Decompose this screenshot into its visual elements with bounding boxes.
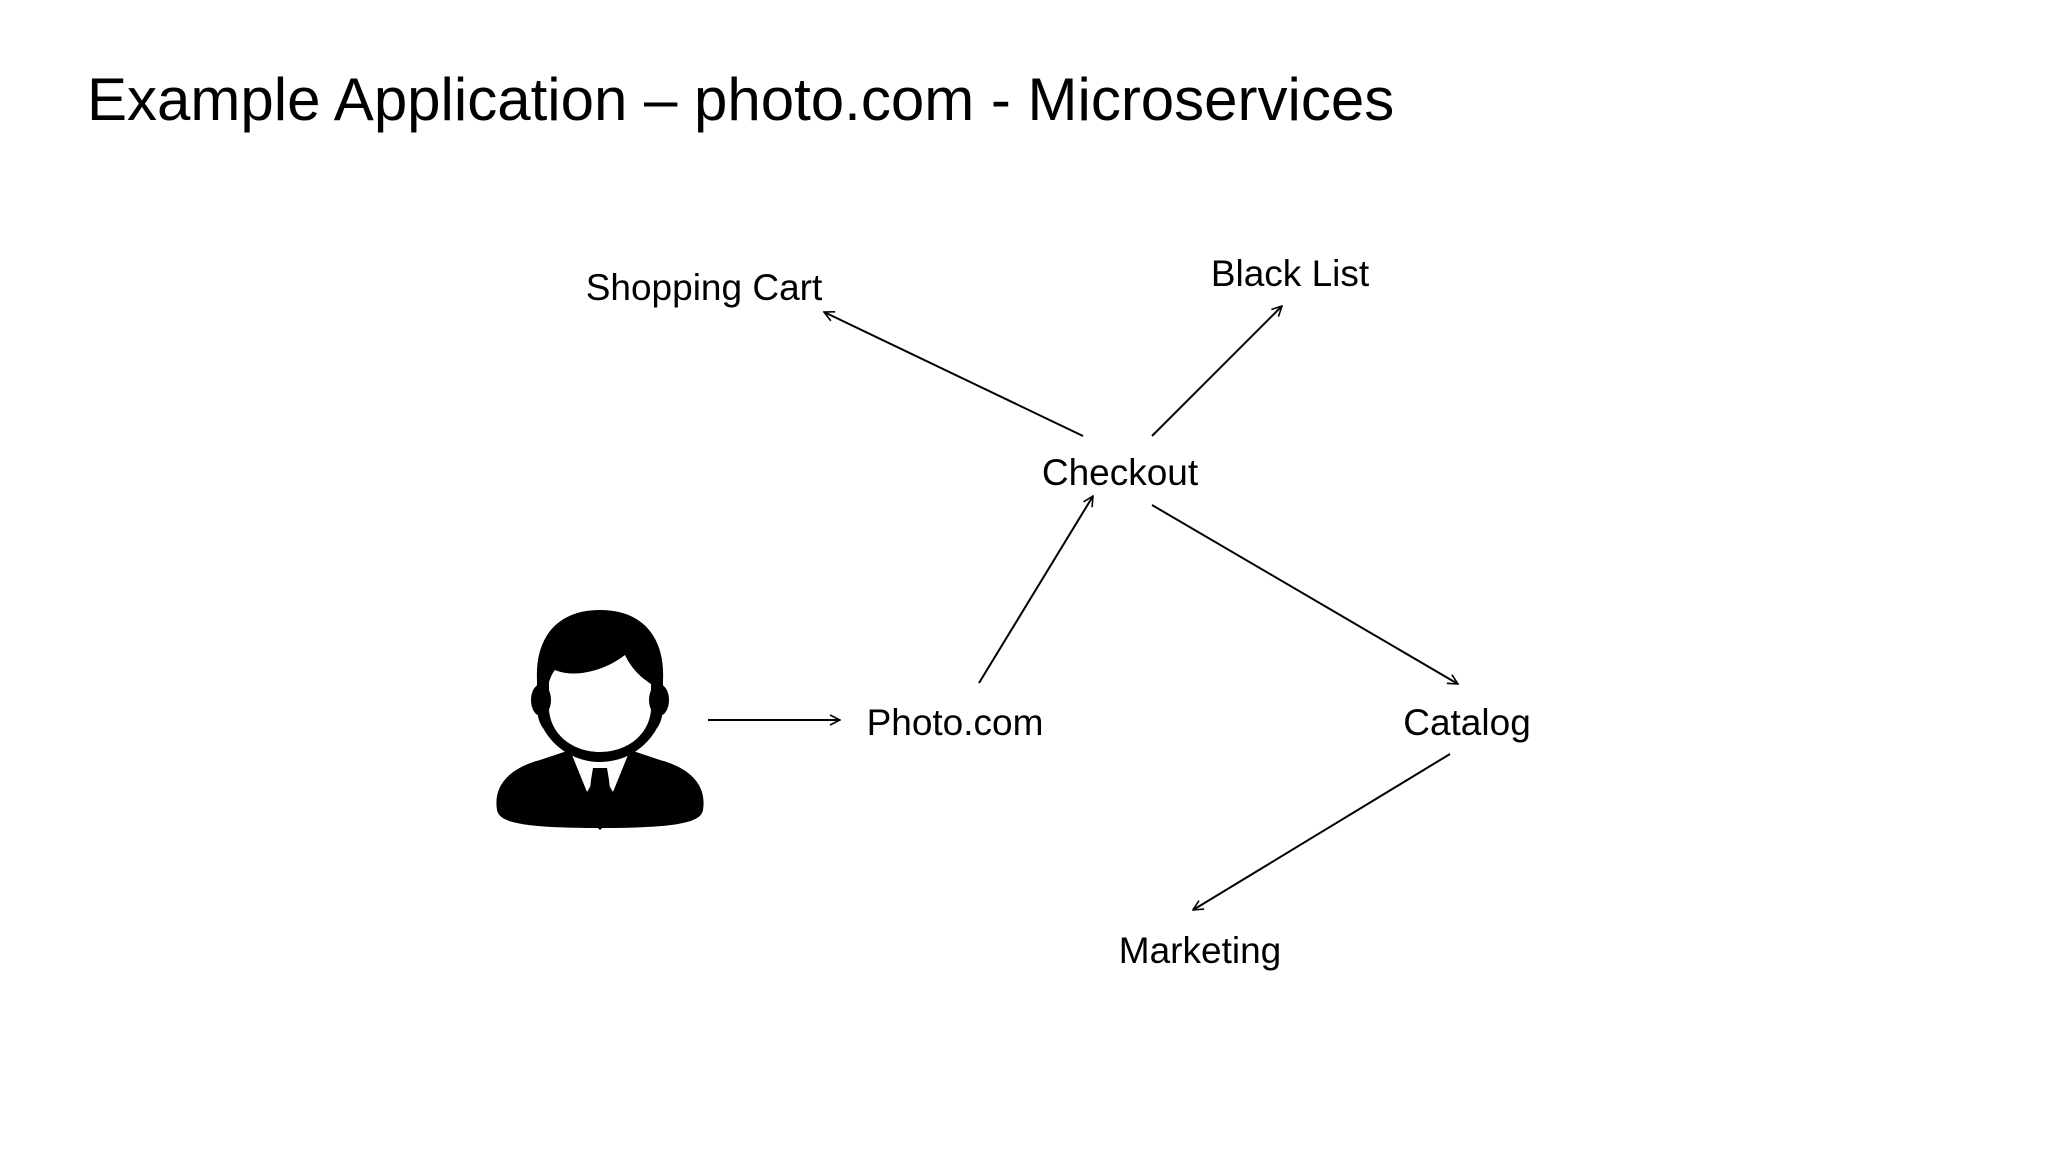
node-catalog: Catalog	[1403, 702, 1531, 743]
node-marketing: Marketing	[1118, 930, 1282, 971]
node-photo-com: Photo.com	[866, 702, 1044, 743]
user-icon	[496, 610, 704, 830]
edge-photo-to-checkout	[978, 496, 1093, 684]
edge-catalog-to-marketing	[1193, 753, 1451, 910]
node-black-list: Black List	[1210, 253, 1370, 294]
edge-checkout-to-catalog	[1151, 504, 1458, 684]
node-shopping-cart: Shopping Cart	[585, 267, 823, 308]
node-checkout: Checkout	[1041, 452, 1199, 493]
slide-title: Example Application – photo.com - Micros…	[87, 66, 1395, 133]
edge-checkout-to-shopping-cart	[824, 312, 1084, 437]
edge-checkout-to-black-list	[1151, 306, 1282, 437]
